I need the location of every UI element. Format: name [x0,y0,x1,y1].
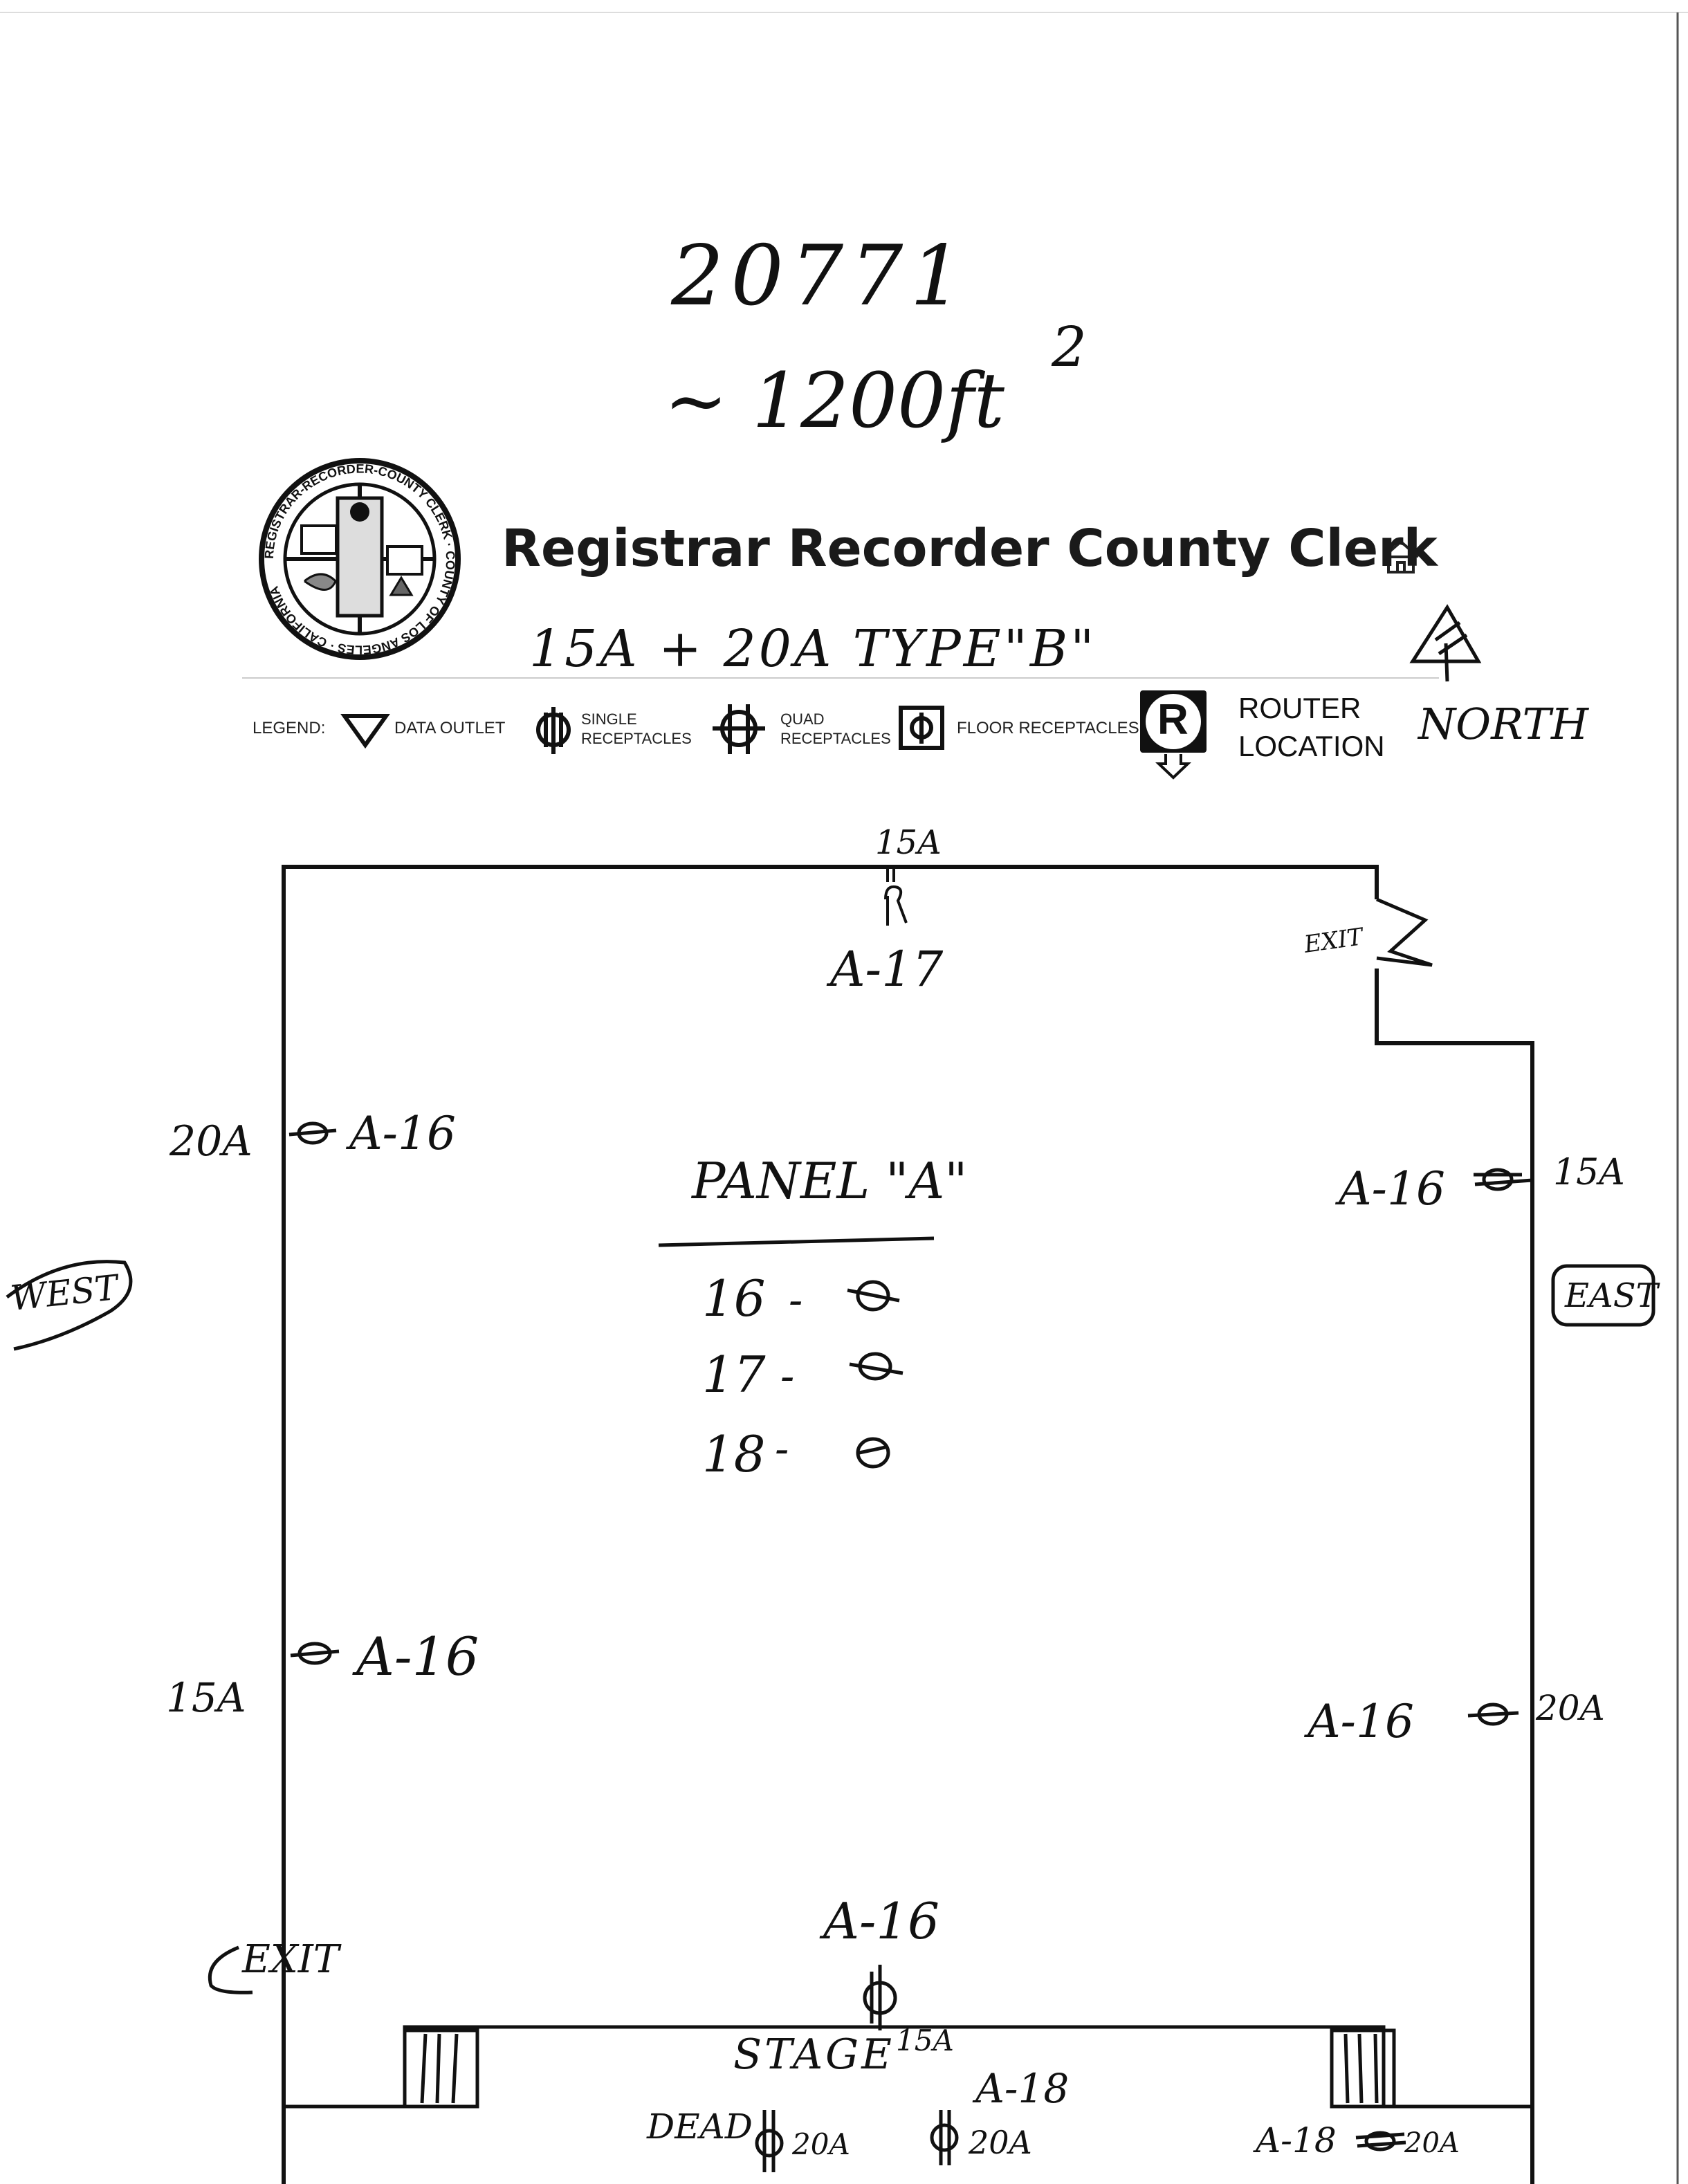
type-note: 15A + 20A TYPE"B" [529,619,1097,679]
dead-receptacle-icon [755,2110,784,2172]
west-bubble [6,1260,133,1351]
top-receptacle-icon [884,867,908,926]
router-location-icon [1140,690,1207,780]
stage-outline [284,2025,1532,2109]
bottom-mid-receptacle-icon [930,2110,959,2165]
top-outlet-circuit: A-17 [830,941,944,998]
legend-floor: FLOOR RECEPTACLES [957,719,1139,737]
panel-row-16-circuit: 16 [702,1269,766,1328]
panel-row-18-icon [856,1437,890,1469]
west-upper-circuit: A-16 [349,1107,456,1160]
legend-label: LEGEND: [253,719,326,737]
panel-title: PANEL "A" [692,1152,968,1210]
north-label: NORTH [1418,699,1589,749]
bottom-receptacle-icon [863,1965,897,2030]
west-upper-receptacle-icon [288,1121,337,1145]
east-upper-amp: 15A [1553,1152,1625,1193]
bottom-outlet-circuit: A-16 [823,1892,939,1950]
home-icon [1382,540,1420,573]
sw-exit-bubble [208,1945,253,1994]
county-seal-icon [259,458,461,660]
west-lower-circuit: A-16 [356,1626,479,1687]
legend-single-line1: SINGLE [581,710,637,728]
bottom-right-receptacle-icon [1355,2131,1406,2151]
job-number: 20771 [671,228,970,324]
stage-steps-left [403,2028,479,2109]
west-lower-receptacle-icon [290,1642,340,1665]
panel-row-16-dash: - [789,1276,803,1325]
bottom-left-amp: 20A [792,2127,850,2161]
stage-steps-right [1330,2028,1396,2109]
panel-row-18-dash: - [775,1425,789,1474]
router-r-letter: R [1157,696,1189,744]
stage-label: STAGE [733,2030,895,2079]
legend-router-line1: ROUTER [1238,692,1361,724]
legend-quad-line1: QUAD [780,710,825,728]
east-upper-receptacle-icon [1474,1168,1533,1191]
legend-data-outlet: DATA OUTLET [394,719,506,737]
east-lower-receptacle-icon [1467,1703,1519,1726]
legend-quad-line2: RECEPTACLES [780,730,891,747]
east-bubble [1551,1264,1655,1327]
east-label: EAST [1565,1276,1658,1315]
sw-exit-label: EXIT [242,1937,340,1982]
floor-receptacle-icon [899,706,944,750]
east-upper-circuit: A-16 [1339,1162,1445,1215]
ne-exit-door [1376,897,1433,967]
bottom-right-circuit: A-18 [1256,2120,1337,2160]
area-note: ~ 1200ft [664,356,1004,445]
area-superscript: 2 [1052,315,1087,379]
west-lower-amp: 15A [166,1674,246,1721]
single-receptacle-icon [536,707,571,754]
west-upper-amp: 20A [169,1117,253,1166]
bottom-mid-amp: 20A [969,2124,1032,2161]
bottom-right-amp: 20A [1404,2127,1460,2159]
data-outlet-icon [340,714,390,749]
panel-row-17-circuit: 17 [702,1346,766,1404]
east-lower-amp: 20A [1536,1688,1605,1728]
north-arrow-icon [1409,604,1482,682]
building-outline [282,865,1534,2184]
page-title: Registrar Recorder County Clerk [502,519,1438,578]
panel-row-17-icon [849,1352,903,1381]
top-outlet-amp: 15A [875,823,942,862]
east-lower-circuit: A-16 [1308,1695,1414,1748]
panel-underline [658,1236,935,1247]
panel-row-17-dash: - [780,1352,795,1401]
legend-single-line2: RECEPTACLES [581,730,692,747]
stage-circuit: A-18 [975,2065,1070,2112]
legend-router-line2: LOCATION [1238,730,1385,762]
quad-receptacle-icon [713,704,765,754]
stage-amp: 15A [896,2024,954,2057]
dead-label: DEAD [647,2107,753,2147]
panel-row-16-icon [847,1280,900,1312]
panel-row-18-circuit: 18 [702,1425,766,1483]
